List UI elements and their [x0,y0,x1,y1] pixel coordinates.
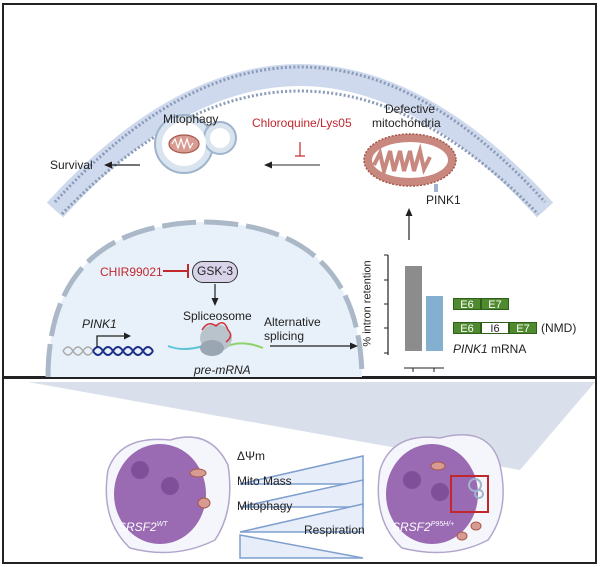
mutant-allele: P95H/+ [430,521,455,528]
intron-i6: I6 [481,322,509,335]
lysosome-inhibitor-label: Chloroquine/Lys05 [252,116,352,130]
phenotype-label-1: Mito Mass [237,474,292,488]
wedge-mitophagy [239,503,364,533]
arrows [104,142,413,350]
dna-icon [62,332,154,356]
spliceosome-icon [167,322,264,356]
mutant-genotype-label: SRSF2P95H/+ [392,520,454,534]
mitophagy-label: Mitophagy [163,112,219,126]
gsk-inhibitor-label: CHIR99021 [100,265,163,279]
wt-allele: WT [156,521,168,528]
wedge-mito-mass [239,479,364,508]
exon-e7-nmd: E7 [509,322,537,335]
wt-cell [105,436,231,554]
phenotype-label-2: Mitophagy [237,499,293,513]
mutant-cell [377,434,504,554]
mutant-gene: SRSF2 [392,520,431,534]
gsk3-node: GSK-3 [192,261,238,283]
zoom-region-box [450,475,489,513]
phenotype-panel [2,377,597,564]
phenotype-label-0: ΔΨm [237,449,266,463]
exon-e6-nmd: E6 [453,322,481,335]
premrna-label: pre-mRNA [194,363,251,377]
cell-membrane [46,64,554,218]
alt-splicing-label-1: Alternative [264,315,321,329]
wt-genotype-label: SRSF2WT [118,520,168,534]
intron-bar-mutant [426,296,443,351]
pink1-gene-label: PINK1 [82,317,117,331]
defective-mito-label-2: mitochondria [372,116,441,130]
spliceosome-label: Spliceosome [183,309,252,323]
wedge-respiration [239,534,364,559]
transcript-caption-rest: mRNA [487,342,527,356]
exon-e7: E7 [481,298,509,311]
survival-label: Survival [50,158,93,172]
exon-e6: E6 [453,298,481,311]
pink1-protein-label: PINK1 [426,193,461,207]
defective-mito-label-1: Defective [385,102,436,116]
intron-chart-bars [405,266,443,351]
intron-chart-axes [384,254,444,372]
alt-splicing-label-2: splicing [264,329,305,343]
wt-gene: SRSF2 [118,520,157,534]
intron-chart-ylabel: % intron retention [361,260,374,347]
defective-mitochondrion-icon [363,133,457,192]
phenotype-wedges [239,455,364,559]
nucleus [45,219,365,379]
wedge-membrane-potential [239,455,364,485]
phenotype-label-3: Respiration [304,523,365,537]
autophagosome-icon [154,114,237,174]
nmd-label: (NMD) [541,321,577,335]
transcript-caption: PINK1 mRNA [453,343,526,355]
transcript-gene: PINK1 [453,342,488,356]
intron-bar-wt [405,266,422,351]
